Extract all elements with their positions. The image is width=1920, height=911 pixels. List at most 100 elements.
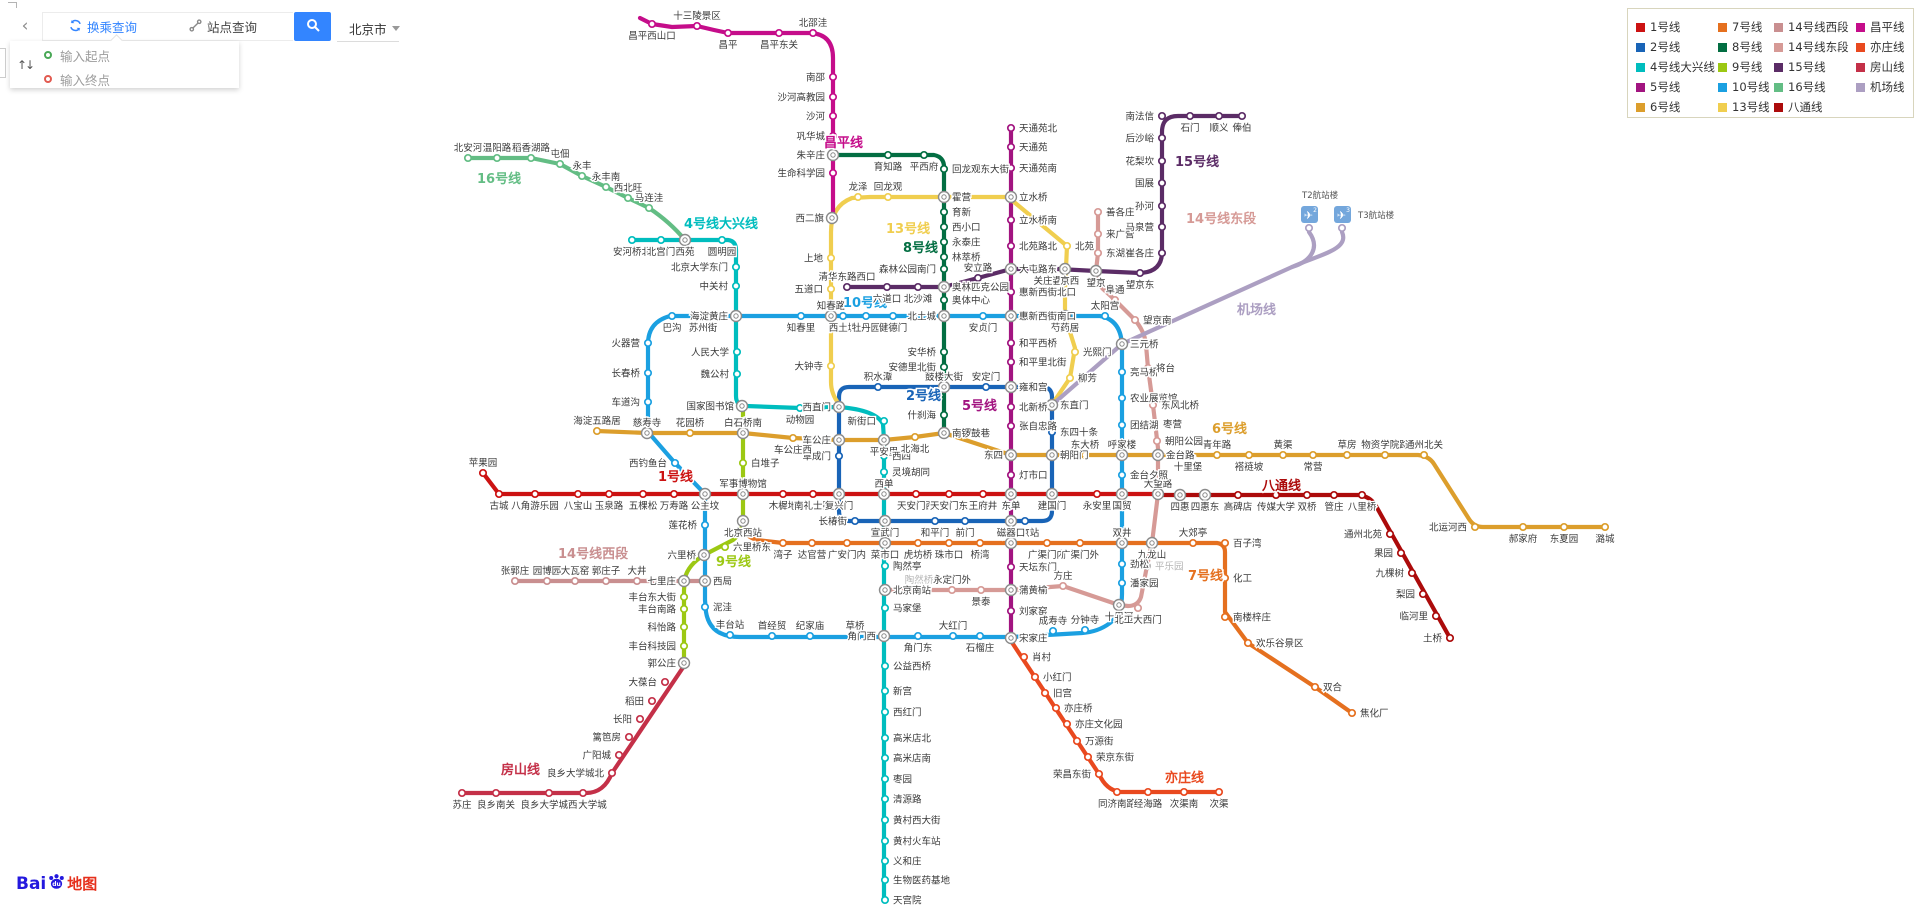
- station-永丰南[interactable]: [601, 182, 611, 192]
- station-西直门[interactable]: [832, 400, 846, 414]
- station-通州北苑[interactable]: [1385, 529, 1395, 539]
- station-光熙门[interactable]: [1070, 347, 1080, 357]
- tab-station-query[interactable]: 站点查询: [189, 17, 257, 36]
- station-双合[interactable]: [1310, 682, 1320, 692]
- station-大井[interactable]: [632, 576, 642, 586]
- station-西红门[interactable]: [880, 707, 890, 717]
- station-百子湾[interactable]: [1220, 538, 1230, 548]
- station-北海北[interactable]: [910, 432, 920, 442]
- station-海淀五路居[interactable]: [592, 426, 602, 436]
- station-北安河[interactable]: [463, 153, 473, 163]
- station-西四[interactable]: [879, 451, 889, 461]
- station-马家堡[interactable]: [880, 603, 890, 613]
- station-中关村[interactable]: [731, 281, 741, 291]
- station-角门东[interactable]: [913, 631, 923, 641]
- station-北工大西门[interactable]: [1133, 603, 1143, 613]
- station-通州北关[interactable]: [1419, 450, 1429, 460]
- station-玉泉路[interactable]: [604, 489, 614, 499]
- station-五道口[interactable]: [826, 284, 836, 294]
- station-农业展览馆[interactable]: [1117, 393, 1127, 403]
- search-button[interactable]: [294, 12, 331, 41]
- station-苹果园[interactable]: [478, 468, 488, 478]
- station-圆明园[interactable]: [717, 235, 727, 245]
- station-马连洼[interactable]: [644, 203, 654, 213]
- tab-transfer-query[interactable]: 换乘查询: [69, 17, 137, 36]
- station-北新桥[interactable]: [1006, 402, 1016, 412]
- station-陶然亭[interactable]: [880, 561, 890, 571]
- station-新街口[interactable]: [879, 416, 889, 426]
- station-望京西[interactable]: [1058, 262, 1072, 276]
- station-北苑路北[interactable]: [1006, 241, 1016, 251]
- station-莲花桥[interactable]: [700, 520, 710, 530]
- station-望京东[interactable]: [1135, 268, 1145, 278]
- station-孙河[interactable]: [1157, 201, 1167, 211]
- station-后沙峪[interactable]: [1157, 133, 1167, 143]
- station-十三陵景区[interactable]: [692, 21, 702, 31]
- station-稻田[interactable]: [647, 696, 657, 706]
- collapse-panel-button[interactable]: ‹: [14, 14, 36, 38]
- station-方庄[interactable]: [1058, 581, 1068, 591]
- station-金台路[interactable]: [1151, 448, 1165, 462]
- station-丰台东大街[interactable]: [679, 592, 689, 602]
- station-安立路[interactable]: [973, 273, 983, 283]
- station-东湖渠[interactable]: [1093, 248, 1103, 258]
- station-建国门[interactable]: [1045, 487, 1059, 501]
- station-物资学院路[interactable]: [1380, 450, 1390, 460]
- station-黄渠[interactable]: [1278, 450, 1288, 460]
- station-刘家窑[interactable]: [1006, 606, 1016, 616]
- station-平乐园[interactable]: [1142, 561, 1152, 571]
- station-传媒大学[interactable]: [1271, 490, 1281, 500]
- station-亦庄文化园[interactable]: [1062, 719, 1072, 729]
- station-丰台站[interactable]: [725, 630, 735, 640]
- station-广渠门外[interactable]: [1075, 538, 1085, 548]
- station-永定门外[interactable]: [947, 585, 957, 595]
- station-花梨坎[interactable]: [1157, 156, 1167, 166]
- station-西单[interactable]: [877, 487, 891, 501]
- station-荣昌东街[interactable]: [1094, 769, 1104, 779]
- station-次渠[interactable]: [1214, 787, 1224, 797]
- station-灯市口[interactable]: [1006, 470, 1016, 480]
- station-什刹海[interactable]: [939, 410, 949, 420]
- station-郭公庄[interactable]: [677, 656, 691, 670]
- station-纪家庙[interactable]: [805, 631, 815, 641]
- station-大屯路东[interactable]: [1004, 262, 1018, 276]
- station-白石桥南[interactable]: [736, 426, 750, 440]
- station-北邵洼[interactable]: [808, 28, 818, 38]
- station-十里河[interactable]: [1112, 598, 1126, 612]
- station-奥体中心[interactable]: [939, 295, 949, 305]
- station-将台[interactable]: [1143, 363, 1153, 373]
- station-牡丹园[interactable]: [861, 311, 871, 321]
- station-园博园[interactable]: [542, 576, 552, 586]
- station-西北旺[interactable]: [623, 193, 633, 203]
- station-大葆台[interactable]: [660, 677, 670, 687]
- station-焦化厂[interactable]: [1347, 708, 1357, 718]
- station-太阳宫[interactable]: [1100, 311, 1110, 321]
- station-森林公园南门[interactable]: [939, 264, 949, 274]
- station-来广营[interactable]: [1093, 229, 1103, 239]
- station-上地[interactable]: [826, 253, 836, 263]
- station-望京[interactable]: [1089, 264, 1103, 278]
- station-首经贸[interactable]: [767, 631, 777, 641]
- station-常营[interactable]: [1308, 450, 1318, 460]
- station-朱辛庄[interactable]: [826, 148, 840, 162]
- station-平西府[interactable]: [919, 150, 929, 160]
- station-高米店北[interactable]: [880, 733, 890, 743]
- station-同济南路[interactable]: [1112, 787, 1122, 797]
- station-和平西桥[interactable]: [1006, 338, 1016, 348]
- station-俸伯[interactable]: [1237, 111, 1247, 121]
- station-六道口[interactable]: [882, 282, 892, 292]
- station-广渠门内[interactable]: [1042, 538, 1052, 548]
- station-亦庄桥[interactable]: [1051, 703, 1061, 713]
- station-崔各庄[interactable]: [1157, 248, 1167, 258]
- station-天通苑南[interactable]: [1006, 163, 1016, 173]
- station-苏州街[interactable]: [698, 311, 708, 321]
- station-平安里[interactable]: [877, 433, 891, 447]
- station-巩华城[interactable]: [828, 131, 838, 141]
- station-土桥[interactable]: [1445, 633, 1455, 643]
- station-石榴庄[interactable]: [975, 631, 985, 641]
- station-霍营[interactable]: [937, 190, 951, 204]
- station-荣京东街[interactable]: [1083, 752, 1093, 762]
- station-双井[interactable]: [1115, 536, 1129, 550]
- station-生物医药基地[interactable]: [880, 875, 890, 885]
- station-化工[interactable]: [1220, 573, 1230, 583]
